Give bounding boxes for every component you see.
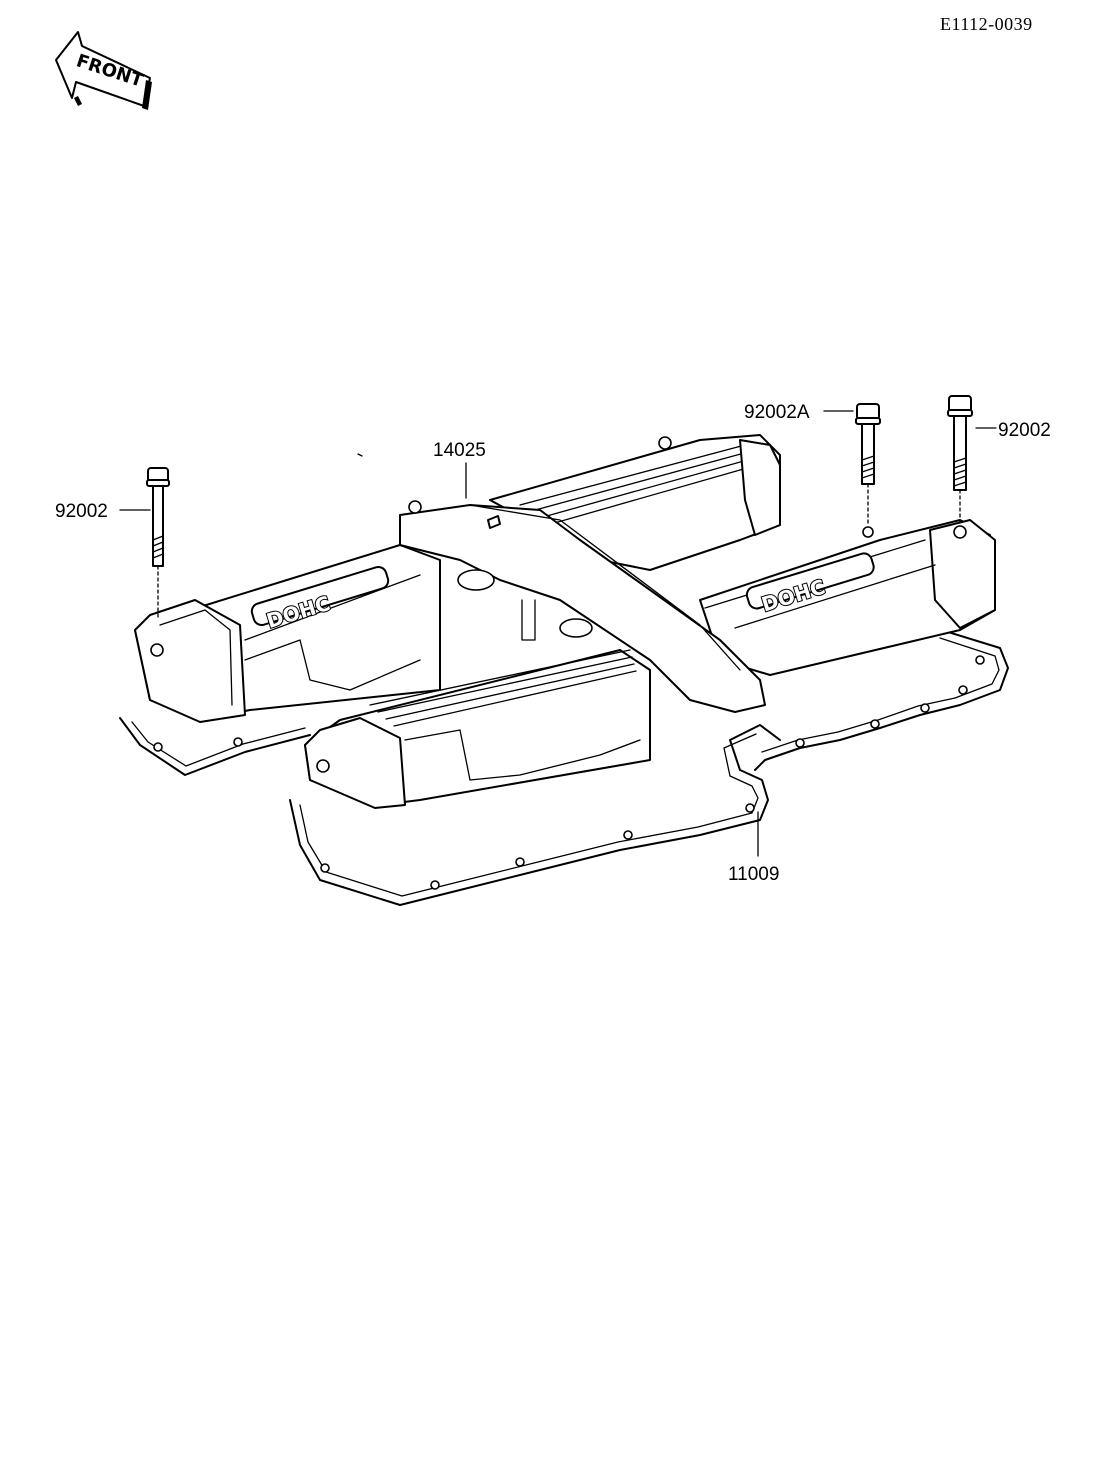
bolt-92002A <box>855 403 881 527</box>
part-number-11009: 11009 <box>728 864 779 885</box>
part-number-14025: 14025 <box>433 440 486 461</box>
part-number-92002-right: 92002 <box>998 420 1051 441</box>
part-number-92002A: 92002A <box>744 402 810 423</box>
right-head-cover: DOHC <box>699 519 996 676</box>
part-number-92002-left: 92002 <box>55 501 108 522</box>
center-cover <box>399 500 766 713</box>
rear-gasket <box>754 627 1009 771</box>
front-arrow-icon: FRONT <box>55 31 152 110</box>
left-gasket <box>119 717 311 776</box>
front-gasket <box>289 724 781 906</box>
diagram-reference-code: E1112-0039 <box>940 14 1033 34</box>
front-head-cover <box>304 649 651 809</box>
leader-lines <box>119 410 997 857</box>
rear-left-head-cover: DOHC <box>134 544 441 723</box>
bolt-92002-left <box>146 467 170 619</box>
bolt-92002-right <box>947 395 973 525</box>
